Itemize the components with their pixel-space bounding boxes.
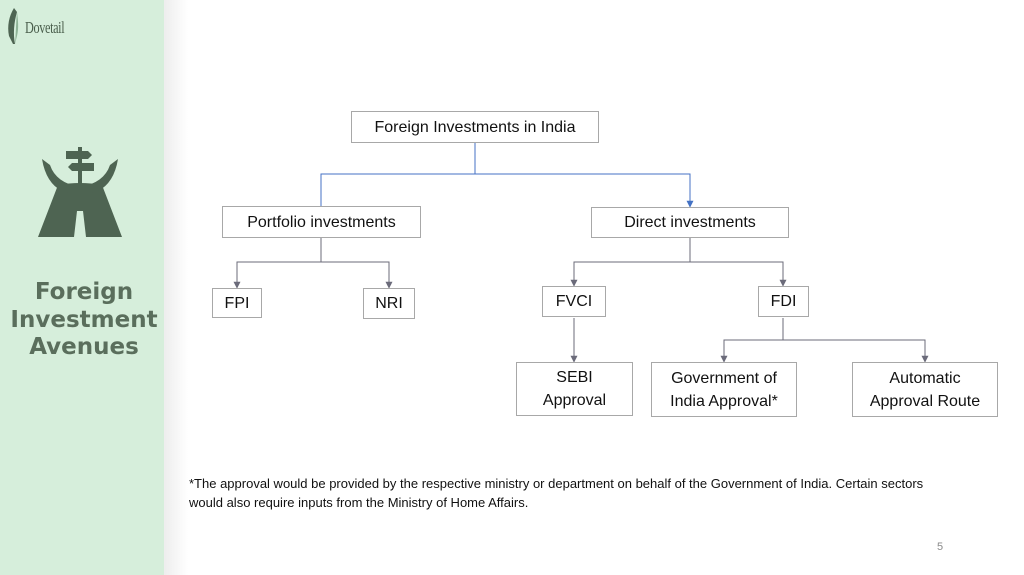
node-direct-investments: Direct investments (591, 207, 789, 238)
node-automatic-approval-line: Approval Route (869, 392, 981, 410)
node-foreign-investments-in-india: Foreign Investments in India (351, 111, 599, 143)
section-title-line: Avenues (29, 334, 139, 360)
node-sebi-approval: SEBI Approval (516, 362, 633, 416)
node-automatic-approval-route: Automatic Approval Route (852, 362, 998, 417)
brand-logo: Dovetail (5, 6, 65, 46)
root-connector (320, 142, 694, 208)
sidebar-shadow (164, 0, 188, 575)
portfolio-connector (233, 238, 393, 289)
road-signpost-icon (38, 147, 122, 237)
node-government-approval-line: Government of (671, 369, 777, 387)
section-title-line: Investment (10, 306, 158, 333)
node-fpi: FPI (212, 288, 262, 318)
logo-leaf-icon (8, 8, 19, 44)
node-sebi-approval-line: SEBI (556, 369, 593, 386)
footnote: *The approval would be provided by the r… (189, 476, 924, 510)
logo-text: Dovetail (25, 18, 65, 37)
section-title-line: Foreign (34, 279, 134, 305)
node-government-of-india-approval: Government of India Approval* (651, 362, 797, 417)
node-government-approval-line: India Approval* (670, 392, 778, 410)
fdi-connector (720, 318, 929, 363)
section-title: Foreign Investment Avenues (0, 279, 168, 362)
node-fvci: FVCI (542, 286, 606, 317)
node-fdi: FDI (758, 286, 809, 317)
node-nri: NRI (363, 288, 415, 319)
node-sebi-approval-line: Approval (542, 392, 607, 409)
node-automatic-approval-line: Automatic (889, 369, 961, 387)
sidebar (0, 0, 164, 575)
direct-connector (570, 238, 787, 287)
page-number: 5 (936, 541, 944, 553)
node-portfolio-investments: Portfolio investments (222, 206, 421, 238)
